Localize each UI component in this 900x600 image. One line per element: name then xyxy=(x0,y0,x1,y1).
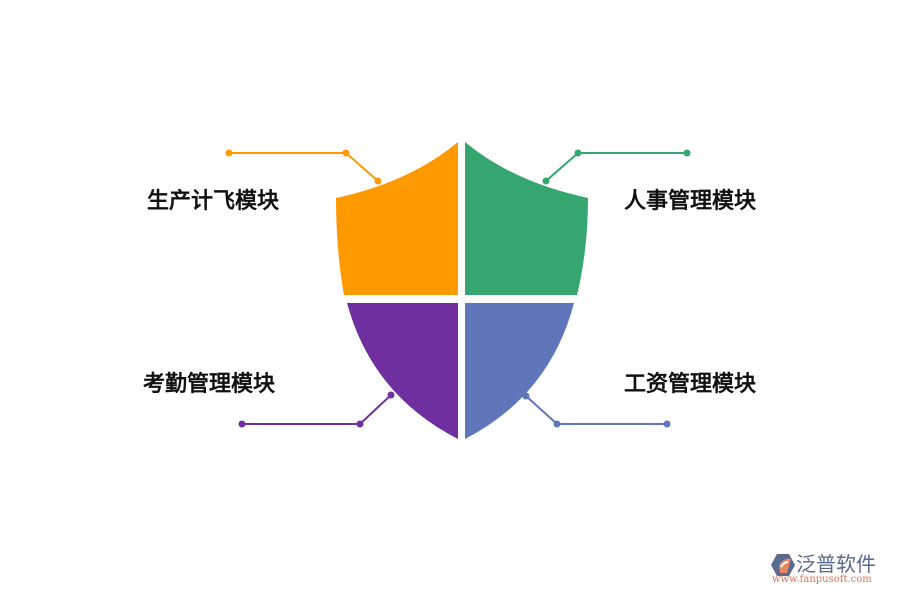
logo-url-text: www.fanpusoft.com xyxy=(772,574,872,585)
shield-top-right-segment xyxy=(465,142,588,295)
fanpu-logo: 泛普软件 www.fanpusoft.com xyxy=(770,553,895,585)
connector-bottom-right xyxy=(522,392,671,428)
shield-bottom-left-segment xyxy=(347,303,458,439)
shield-bottom-right-segment xyxy=(465,303,574,439)
label-bottom-left: 考勤管理模块 xyxy=(143,372,276,397)
connector-top-left xyxy=(225,149,382,185)
label-top-left: 生产计飞模块 xyxy=(147,189,280,214)
logo-brand-text: 泛普软件 xyxy=(796,552,876,576)
connector-top-right xyxy=(542,149,691,185)
shield-top-left-segment xyxy=(336,142,458,295)
fanpu-hexagon-logo-icon xyxy=(771,554,795,576)
label-bottom-right: 工资管理模块 xyxy=(624,372,757,397)
label-top-right: 人事管理模块 xyxy=(624,189,757,214)
connector-bottom-left xyxy=(238,391,395,428)
